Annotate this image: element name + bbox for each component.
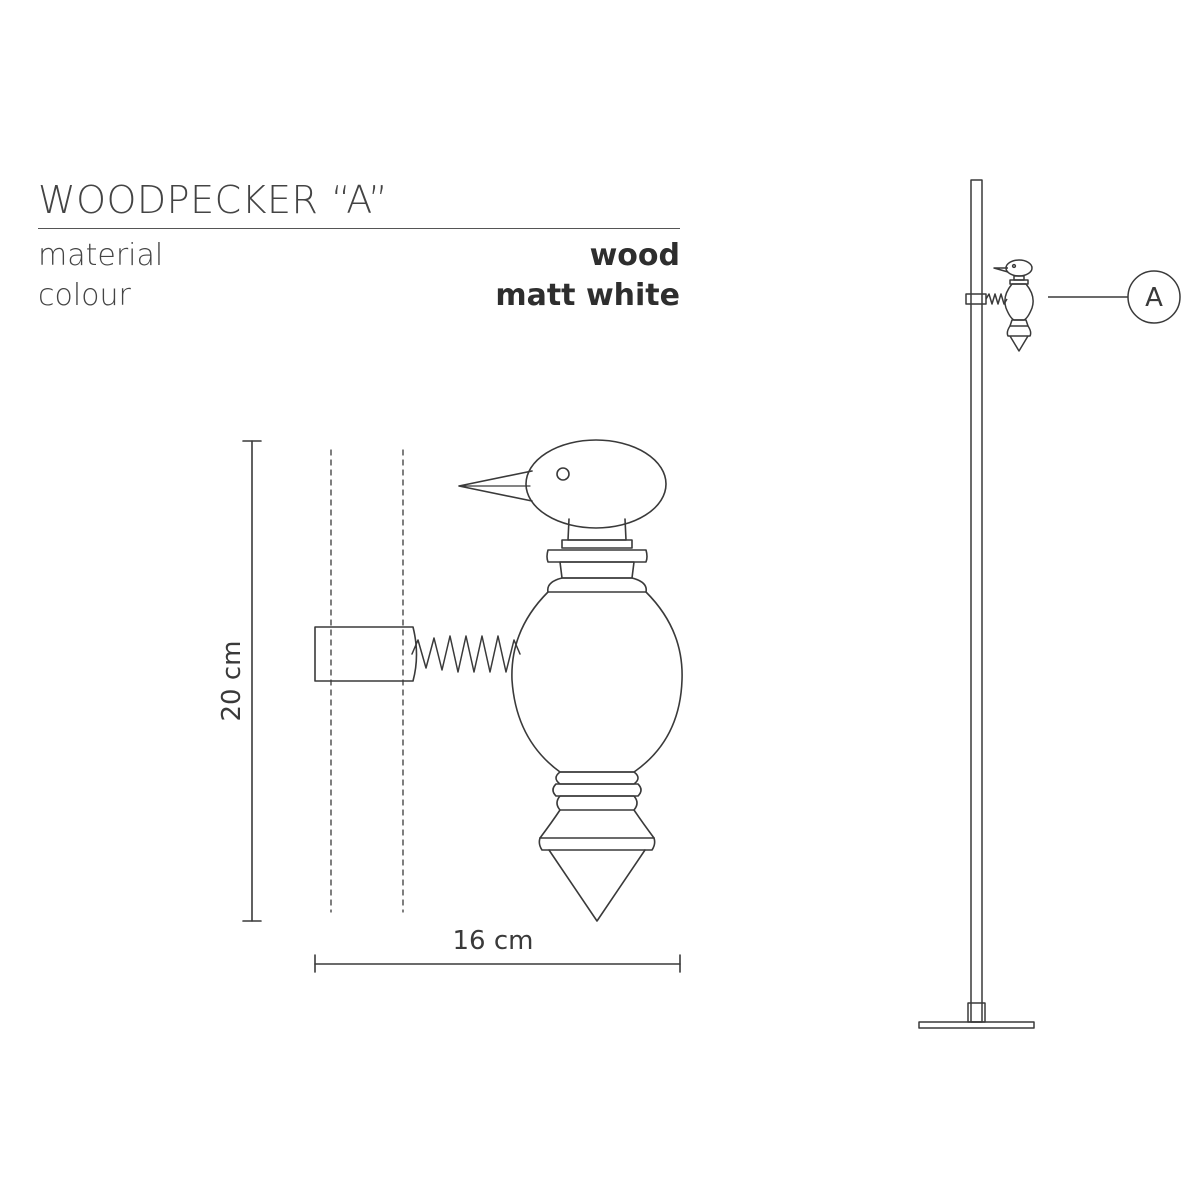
spec-label-material: material: [38, 238, 164, 273]
bird-head: [525, 439, 667, 529]
lamp-pole: [967, 179, 986, 1023]
spec-row-colour: colour matt white: [38, 278, 680, 318]
spec-value-colour: matt white: [495, 278, 680, 313]
product-title: WOODPECKER “A”: [38, 178, 389, 222]
neck-collar: [546, 549, 648, 563]
mini-woodpecker: [965, 259, 1034, 352]
spec-value-material: wood: [589, 238, 680, 273]
bird-eye: [556, 467, 570, 481]
spec-label-colour: colour: [38, 278, 131, 313]
bird-tail-cone: [548, 849, 646, 922]
lower-rings: [555, 771, 639, 785]
lamp-base: [918, 1021, 1035, 1029]
height-dimension: [242, 440, 262, 922]
bird-neck: [567, 518, 627, 541]
callout-marker-label: A: [1145, 283, 1163, 313]
clamp-ring: [314, 626, 418, 682]
title-divider: [38, 228, 680, 229]
height-dimension-label: 20 cm: [217, 641, 247, 722]
spec-row-material: material wood: [38, 238, 680, 278]
spring: [411, 635, 521, 673]
bird-body: [511, 577, 683, 773]
width-dimension-label: 16 cm: [453, 926, 534, 956]
callout-marker: [1127, 270, 1181, 324]
width-dimension: [314, 954, 681, 973]
bird-tail-flare: [539, 809, 655, 839]
